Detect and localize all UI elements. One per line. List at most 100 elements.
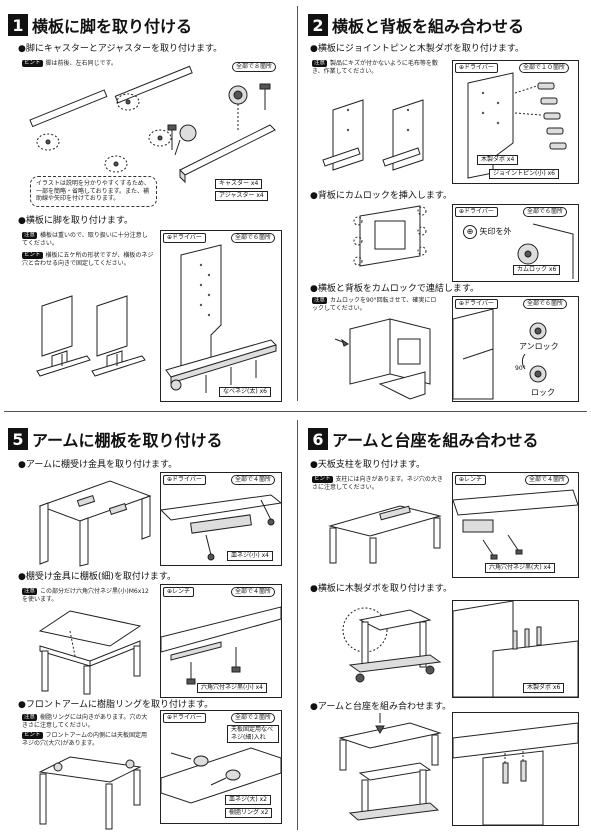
joint-pin-label: ジョイントピン(小) x6 <box>489 169 559 179</box>
instruction-text: ●横板に木製ダボを取り付けます。 <box>310 584 452 594</box>
leg-attach-illustration <box>165 244 277 393</box>
screw-label: 皿ネジ(大) x2 <box>225 795 271 805</box>
step-number: 5 <box>8 428 28 450</box>
instruction-text: ●アームと台座を組み合わせます。 <box>310 702 452 712</box>
arrow-out-label: 矢印を外 <box>479 227 512 236</box>
adjuster-label: アジャスター x4 <box>215 191 268 201</box>
vertical-divider-bottom <box>297 420 298 830</box>
vertical-divider-top <box>297 6 298 401</box>
tool-name: ドライバー <box>172 234 202 241</box>
step-5c-detail-panel: ⊕ドライバー 全部で２箇所 天板固定用なべネジ(細)入れ 皿ネジ(大) x2 樹… <box>160 710 282 824</box>
camlock-label: カムロック x6 <box>513 265 561 275</box>
instruction-text: ●フロントアームに樹脂リングを取り付けます。 <box>18 700 214 710</box>
dowel-label: 木製ダボ x4 <box>477 155 519 165</box>
step-5-title: 5 アームに棚板を取り付ける <box>8 426 223 452</box>
tool-label: ⊕ドライバー <box>455 299 498 309</box>
caster-label: キャスター x4 <box>215 179 263 189</box>
hex-screw-label: 六角穴付ネジ黒(大) x4 <box>485 563 555 573</box>
plus-icon: ⊕ <box>167 234 173 241</box>
step-2a-detail-panel: ⊕ドライバー 全部で１０箇所 木製ダボ x4 ジョイントピン(小) x6 <box>452 60 579 184</box>
top-support-illustration <box>328 505 442 564</box>
tool-label: ⊕ドライバー <box>455 63 498 73</box>
step-6a-detail-panel: ⊕レンチ 全部で４箇所 六角穴付ネジ黒(大) x4 <box>452 472 579 578</box>
plus-icon: ⊕ <box>459 64 465 71</box>
ring-label: 樹脂リング x2 <box>225 808 273 818</box>
step-heading: アームに棚板を取り付ける <box>32 431 223 450</box>
count-badge: 全部で４箇所 <box>231 587 276 597</box>
step-2-title: 2 横板と背板を組み合わせる <box>308 12 524 38</box>
caution-text: 樹脂リングには向きがあります。穴の大きさに注意してください。 <box>22 714 148 729</box>
hint-tag: ヒント <box>22 60 43 67</box>
plus-icon: ⊕ <box>459 476 465 483</box>
tool-name: ドライバー <box>172 476 202 483</box>
instruction-text: ●棚受け金具に棚板(細)を取付けます。 <box>18 572 176 582</box>
caution-note: 注意この部分だけ六角穴付ネジ黒(小)M6x12を使います。 <box>22 588 152 603</box>
screw-label: なべネジ(太) x6 <box>219 387 271 397</box>
step-5a-detail-panel: ⊕ドライバー 全部で４箇所 皿ネジ(小) x4 <box>160 472 282 566</box>
count-badge: 全部で４箇所 <box>525 475 570 485</box>
back-panel-illustration <box>353 205 427 267</box>
caution-tag: 注意 <box>312 297 328 304</box>
caution-note: 注意横板は重いので、取り扱いに十分注意してください。 <box>22 232 152 247</box>
tool-name: レンチ <box>172 588 191 595</box>
arm-joint-illustration <box>453 722 578 825</box>
arm-frame-illustration <box>38 480 152 567</box>
hint-text: フロントアームの内側には天板固定用ネジの穴(大穴)があります。 <box>22 732 147 747</box>
camlock-insert-illustration <box>517 223 574 279</box>
caution-note: 注意製品にキズが付かないように毛布等を敷き、作業してください。 <box>312 60 442 75</box>
plus-icon: ⊕ <box>459 300 465 307</box>
step-2b-detail-panel: ⊕ドライバー 全部で６箇所 ⊕ 矢印を外 カムロック x6 <box>452 204 579 282</box>
callout-label: 天板固定用なべネジ(細)入れ <box>227 725 279 743</box>
tool-label: ⊕ドライバー <box>455 207 498 217</box>
caution-tag: 注意 <box>22 588 38 595</box>
screw-label: 皿ネジ(小) x4 <box>227 551 273 561</box>
step-heading: 横板に脚を取り付ける <box>32 17 193 36</box>
instruction-text: ●アームに棚受け金具を取り付けます。 <box>18 460 178 470</box>
instruction-text: ●背板にカムロックを挿入します。 <box>310 191 452 201</box>
side-panels-illustration <box>36 295 146 377</box>
plus-icon: ⊕ <box>167 476 173 483</box>
hint-note: ヒント脚は前後、左右同じです。 <box>22 60 152 68</box>
caution-text: この部分だけ六角穴付ネジ黒(小)M6x12を使います。 <box>22 588 149 603</box>
illustration-note: イラストは説明を分かりやすくするため、一部を簡略・省略しております。また、補助線… <box>30 176 157 207</box>
tool-name: ドライバー <box>464 208 494 215</box>
count-badge: 全部で６箇所 <box>231 233 276 243</box>
tool-label: ⊕レンチ <box>163 587 195 597</box>
step-6c-detail-panel <box>452 712 579 826</box>
shelf-screw-illustration <box>161 606 281 685</box>
tool-label: ⊕ドライバー <box>163 713 206 723</box>
count-badge: 全部で６箇所 <box>523 207 568 217</box>
caution-text: 横板は重いので、取り扱いに十分注意してください。 <box>22 232 148 247</box>
tool-label: ⊕ドライバー <box>163 475 206 485</box>
step-2c-detail-panel: ⊕ドライバー 全部で６箇所 アンロック 90° ロック <box>452 296 579 402</box>
caution-tag: 注意 <box>312 60 328 67</box>
caution-note: 注意樹脂リングには向きがあります。穴の大きさに注意してください。 <box>22 714 152 729</box>
bracket-screw-illustration <box>161 494 281 561</box>
step-1-detail-panel: ⊕ドライバー 全部で６箇所 なべネジ(太) x6 <box>160 230 282 402</box>
tool-label: ⊕ドライバー <box>163 233 206 243</box>
count-badge: 全部で４箇所 <box>231 475 276 485</box>
count-badge: 全部で６箇所 <box>523 299 568 309</box>
step-1-title: 1 横板に脚を取り付ける <box>8 12 192 38</box>
hint-text: 脚は前後、左右同じです。 <box>45 60 117 67</box>
dowel-label: 木製ダボ x6 <box>523 683 565 693</box>
count-badge: 全部で８箇所 <box>232 62 277 72</box>
plus-icon: ⊕ <box>167 714 173 721</box>
step-heading: 横板と背板を組み合わせる <box>332 17 525 36</box>
tool-name: ドライバー <box>172 714 202 721</box>
tool-name: ドライバー <box>464 64 494 71</box>
hint-tag: ヒント <box>22 732 43 739</box>
horizontal-divider <box>4 411 587 412</box>
step-heading: アームと台座を組み合わせる <box>332 431 539 450</box>
joint-pin-illustration <box>467 72 567 179</box>
resin-ring-illustration <box>161 747 281 804</box>
caution-note: 注意カムロックを90°回転させて、確実にロックしてください。 <box>312 297 442 312</box>
step-6b-detail-panel: 木製ダボ x6 <box>452 600 579 698</box>
front-arm-illustration <box>38 756 142 830</box>
camlock-rotate-illustration <box>453 308 547 400</box>
lock-label: ロック <box>531 388 555 397</box>
instruction-text: ●横板と背板をカムロックで連結します。 <box>310 284 479 294</box>
angle-label: 90° <box>515 365 526 372</box>
step-number: 6 <box>308 428 328 450</box>
arm-base-illustration <box>338 713 442 821</box>
